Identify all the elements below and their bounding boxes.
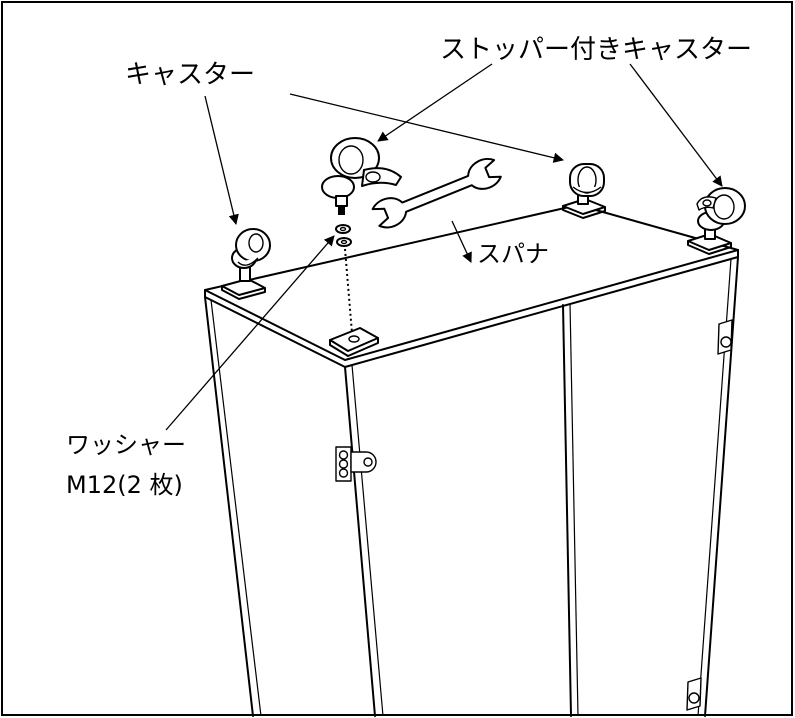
cabinet-left-edge [204, 296, 254, 717]
cabinet-right-edge [704, 256, 739, 717]
label-spanner: スパナ [477, 240, 549, 268]
stopper-caster-front-icon [321, 137, 402, 215]
arrow-washer [165, 235, 335, 431]
label-washer: ワッシャー [66, 431, 186, 459]
hinge-front-left [335, 446, 377, 482]
caster-bolt [338, 205, 345, 215]
cabinet-front-corner-edge [344, 366, 376, 717]
hinge-right-lower [686, 677, 702, 711]
caster-left-icon [221, 228, 271, 300]
caster-back-icon [562, 163, 606, 219]
spanner-icon [371, 158, 502, 229]
door-split-left-line [562, 304, 572, 717]
hinge-right-upper [717, 319, 733, 355]
arrow-spanner [451, 220, 472, 263]
arrow-stopper-to-right [629, 63, 723, 187]
label-caster: キャスター [125, 60, 255, 90]
label-stopper-caster: ストッパー付きキャスター [440, 35, 752, 65]
door-split-right-line [569, 302, 579, 717]
stopper-caster-right-icon [687, 187, 746, 255]
arrow-caster-to-left [204, 95, 239, 226]
arrow-stopper-to-front [377, 63, 493, 142]
washers-m12 [335, 224, 352, 247]
mounting-plate-front [329, 327, 379, 357]
label-washer-spec: M12(2 枚) [66, 471, 183, 499]
bolt-alignment-dotted-line [344, 248, 353, 334]
cabinet-front-corner-inner [351, 364, 384, 717]
arrow-caster-to-back [289, 93, 565, 163]
